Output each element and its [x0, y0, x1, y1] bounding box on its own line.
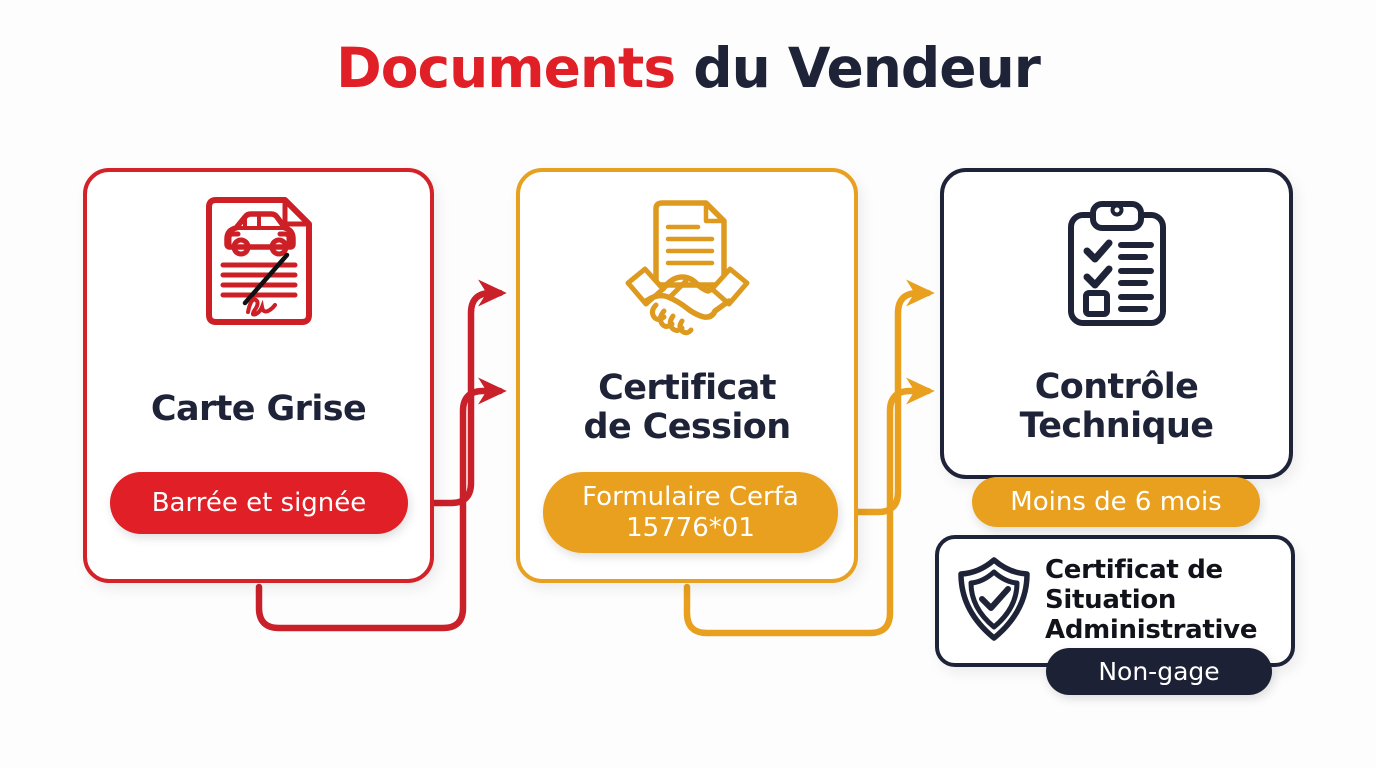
card-certificat-de-cession-title-line2: de Cession: [583, 407, 791, 448]
badge-moins-de-6-mois[interactable]: Moins de 6 mois: [972, 477, 1260, 527]
document-car-signed-icon: [201, 197, 317, 341]
card-certificat-situation-administrative-icon-wrap: [955, 555, 1033, 647]
badge-non-gage-label: Non-gage: [1098, 656, 1220, 686]
card-carte-grise-title: Carte Grise: [87, 389, 430, 429]
card-carte-grise[interactable]: Carte Grise: [83, 168, 434, 583]
card-certificat-situation-administrative-title: Certificat de Situation Administrative: [1033, 555, 1291, 646]
card-controle-technique-icon-wrap: [944, 194, 1289, 340]
csa-title-line3: Administrative: [1045, 614, 1258, 645]
page-title-highlight: Documents: [336, 36, 676, 100]
handshake-document-icon: [620, 197, 755, 341]
badge-formulaire-cerfa-line2: 15776*01: [626, 512, 755, 543]
card-certificat-de-cession-title-line1: Certificat: [598, 368, 776, 408]
shield-check-icon: [955, 555, 1033, 647]
csa-title-line1: Certificat de: [1045, 555, 1223, 586]
badge-non-gage[interactable]: Non-gage: [1046, 648, 1272, 695]
card-carte-grise-title-line1: Carte Grise: [150, 389, 367, 429]
card-controle-technique-title-line2: Technique: [1019, 406, 1214, 447]
page-title: Documents du Vendeur: [0, 36, 1376, 100]
page-title-rest: du Vendeur: [675, 36, 1041, 100]
card-certificat-de-cession-title: Certificat de Cession: [520, 368, 854, 448]
badge-formulaire-cerfa[interactable]: Formulaire Cerfa 15776*01: [543, 472, 838, 553]
card-controle-technique-title-line1: Contrôle: [1034, 367, 1199, 407]
badge-barree-et-signee-label: Barrée et signée: [151, 487, 367, 518]
card-controle-technique-title: Contrôle Technique: [944, 367, 1289, 447]
card-carte-grise-icon-wrap: [87, 194, 430, 344]
card-certificat-de-cession-icon-wrap: [520, 194, 854, 344]
clipboard-checklist-icon: [1065, 201, 1169, 333]
card-controle-technique[interactable]: Contrôle Technique: [940, 168, 1293, 479]
badge-moins-de-6-mois-label: Moins de 6 mois: [1010, 486, 1222, 517]
csa-title-line2: Situation: [1045, 585, 1177, 616]
badge-barree-et-signee[interactable]: Barrée et signée: [110, 472, 408, 534]
badge-formulaire-cerfa-line1: Formulaire Cerfa: [582, 481, 799, 512]
